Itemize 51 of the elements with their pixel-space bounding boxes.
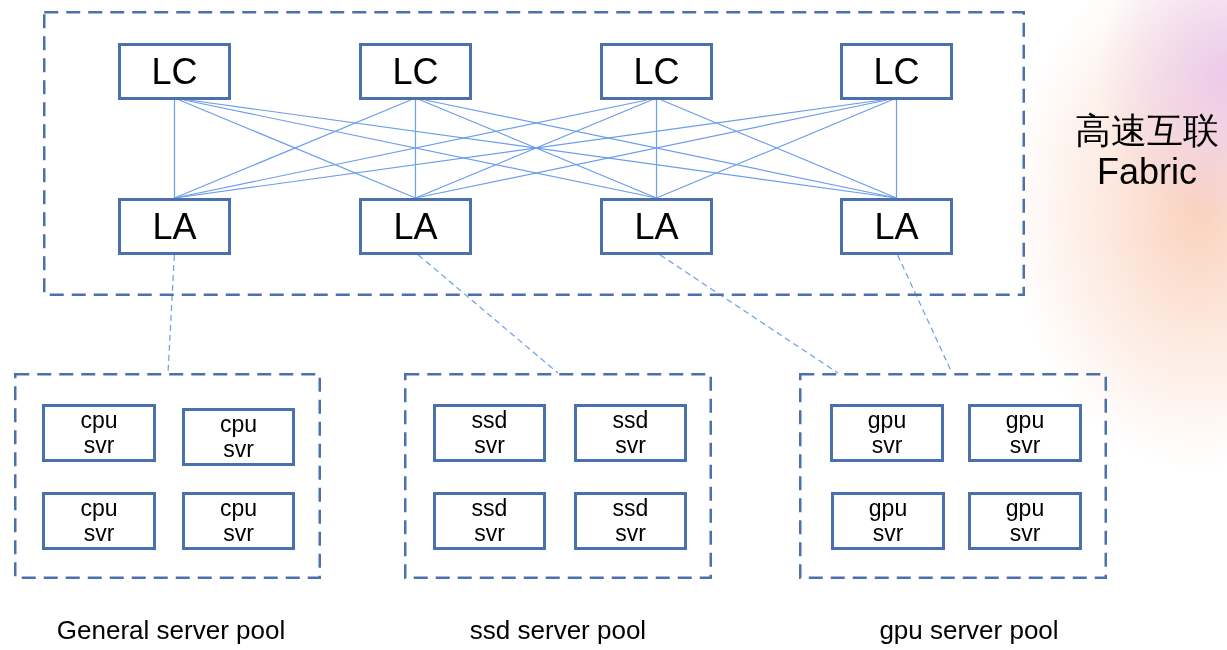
device-box [830, 404, 944, 462]
device-box [42, 492, 156, 550]
node-label: ssd svr [471, 495, 508, 547]
node-label: LA [634, 206, 679, 247]
node-label: gpu svr [1005, 495, 1045, 547]
device-box [600, 198, 713, 255]
device-box [182, 408, 295, 466]
node-label: ssd svr [471, 407, 508, 459]
connection-line [414, 99, 417, 199]
node-label: LA [874, 206, 919, 247]
node-label: cpu svr [80, 495, 118, 547]
node-label: ssd svr [612, 495, 649, 547]
connection-line [655, 99, 658, 199]
device-box [118, 198, 231, 255]
node-label: LC [151, 51, 198, 92]
dashed-connection-line [659, 254, 839, 374]
node-label: gpu svr [1005, 407, 1045, 459]
device-box [42, 404, 156, 462]
device-box [574, 404, 687, 462]
group-heading: ssd server pool [469, 616, 647, 646]
device-box [433, 492, 546, 550]
node-label: gpu svr [868, 495, 908, 547]
group-heading: General server pool [56, 616, 286, 646]
node-label: LA [152, 206, 197, 247]
connection-line [173, 99, 176, 199]
node-label: ssd svr [612, 407, 649, 459]
device-box [574, 492, 687, 550]
connection-line [895, 99, 898, 199]
node-label: LC [633, 51, 680, 92]
device-box [968, 404, 1082, 462]
node-label: cpu svr [219, 411, 258, 463]
device-box [118, 43, 231, 100]
device-box [968, 492, 1082, 550]
dashed-connection-line [417, 254, 559, 374]
device-box [840, 198, 953, 255]
device-box [600, 43, 713, 100]
node-label: gpu svr [867, 407, 907, 459]
device-box [433, 404, 546, 462]
node-label: cpu svr [219, 495, 258, 547]
node-label: LC [873, 51, 920, 92]
group-heading: gpu server pool [879, 616, 1059, 646]
device-box [831, 492, 945, 550]
group-heading: 高速互联 Fabric [1074, 110, 1220, 193]
node-label: LA [393, 206, 438, 247]
node-label: cpu svr [80, 407, 118, 459]
device-box [182, 492, 295, 550]
device-box [359, 43, 472, 100]
device-box [359, 198, 472, 255]
dashed-connection-line [167, 254, 175, 374]
device-box [840, 43, 953, 100]
node-label: LC [392, 51, 439, 92]
